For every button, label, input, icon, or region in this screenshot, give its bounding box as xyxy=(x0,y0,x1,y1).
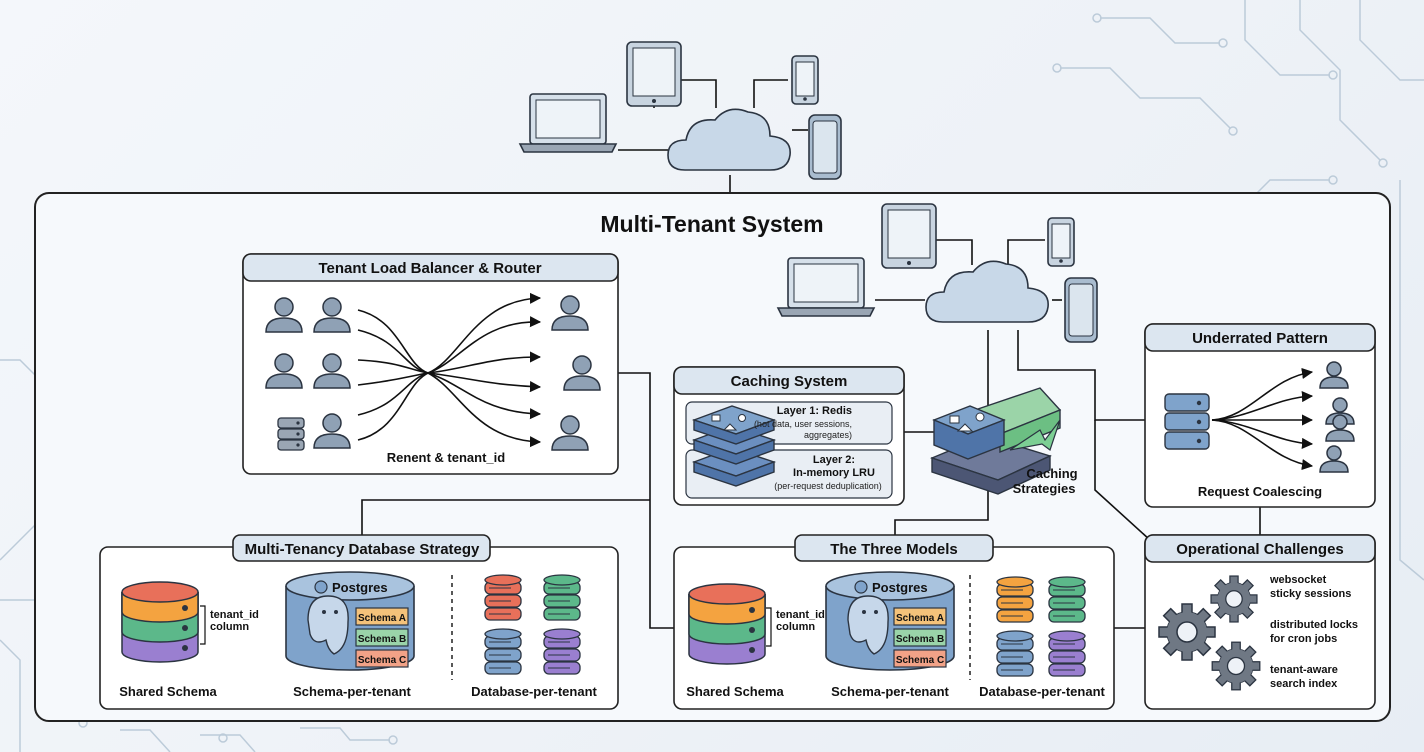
database-icon xyxy=(1048,630,1086,677)
database-icon xyxy=(484,574,522,621)
schema-b-label: Schema B xyxy=(896,634,944,645)
database-icon xyxy=(996,576,1034,623)
underrated-title: Underrated Pattern xyxy=(1192,330,1328,347)
ops-item-websocket: websocket xyxy=(1269,574,1327,586)
caching-strategies-icon xyxy=(930,387,1062,495)
ops-title: Operational Challenges xyxy=(1176,541,1344,558)
postgres-icon xyxy=(854,580,868,594)
load-balancer-title: Tenant Load Balancer & Router xyxy=(318,260,541,277)
ops-item-locks: distributed locks xyxy=(1270,619,1358,631)
schema-c-box xyxy=(355,649,409,668)
database-icon xyxy=(1164,393,1210,450)
load-balancer-caption: Renent & tenant_id xyxy=(387,450,506,465)
layer1-desc: aggregates) xyxy=(804,430,852,440)
ops-item-search: search index xyxy=(1270,678,1338,690)
connection-lines xyxy=(361,330,1261,629)
redis-icon xyxy=(691,405,777,487)
laptop-icon xyxy=(519,93,617,153)
ops-item-locks: for cron jobs xyxy=(1270,633,1337,645)
database-icon xyxy=(996,630,1034,677)
shared-schema-database-icon xyxy=(121,581,199,663)
phone-icon xyxy=(1047,217,1075,267)
schema-c-label: Schema C xyxy=(358,655,406,666)
schema-per-tenant-label: Schema-per-tenant xyxy=(293,684,411,699)
schema-c-box xyxy=(893,649,947,668)
schema-per-tenant-label: Schema-per-tenant xyxy=(831,684,949,699)
coalescing-lines xyxy=(1211,367,1314,471)
system-title: Multi-Tenant System xyxy=(600,211,823,237)
phone-icon xyxy=(808,114,842,180)
tenant-id-column-note: tenant_id xyxy=(776,609,825,621)
laptop-icon xyxy=(777,257,875,317)
gear-icon xyxy=(1158,603,1216,661)
schema-b-box xyxy=(893,628,947,647)
three-models-panel: The Three Models tenant_id column Shared… xyxy=(673,534,1115,710)
gear-icon xyxy=(1211,641,1261,691)
layer1-desc: (hot data, user sessions, xyxy=(754,419,852,429)
database-icon xyxy=(484,628,522,675)
schema-c-label: Schema C xyxy=(896,655,944,666)
gear-icon xyxy=(1210,575,1258,623)
caching-strategies-label: Strategies xyxy=(1013,481,1076,496)
underrated-pattern-panel: Underrated Pattern Request Coalescing xyxy=(1144,323,1376,508)
schema-b-label: Schema B xyxy=(358,634,406,645)
layer1-title: Layer 1: Redis xyxy=(777,405,852,417)
caching-strategies-label: Caching xyxy=(1026,466,1077,481)
database-icon xyxy=(277,417,305,451)
underrated-caption: Request Coalescing xyxy=(1198,484,1322,499)
tablet-icon xyxy=(626,41,682,107)
tenant-id-column-note: tenant_id xyxy=(210,609,259,621)
postgres-label: Postgres xyxy=(332,580,388,595)
postgres-icon xyxy=(314,580,328,594)
top-client-cluster xyxy=(519,41,842,193)
tablet-icon xyxy=(881,203,937,269)
caching-system-panel: Caching System Layer 1: Redis (hot data,… xyxy=(673,366,905,506)
database-icon xyxy=(1048,576,1086,623)
database-icon xyxy=(543,628,581,675)
phone-icon xyxy=(791,55,819,105)
cloud-icon xyxy=(667,108,791,171)
tenant-id-column-note: column xyxy=(210,621,249,633)
tenant-id-column-note: column xyxy=(776,621,815,633)
database-per-tenant-label: Database-per-tenant xyxy=(471,684,597,699)
operational-challenges-panel: Operational Challenges websocket sticky … xyxy=(1144,534,1376,710)
schema-a-label: Schema A xyxy=(896,613,944,624)
layer2-title: Layer 2: xyxy=(813,454,855,466)
layer2-desc: (per-request deduplication) xyxy=(774,481,882,491)
db-strategy-panel: Multi-Tenancy Database Strategy tenant_i… xyxy=(99,534,619,710)
shared-schema-database-icon xyxy=(688,583,766,665)
ops-item-search: tenant-aware xyxy=(1270,664,1338,676)
layer2-title: In-memory LRU xyxy=(793,467,875,479)
load-balancer-panel: Tenant Load Balancer & Router Renent & t… xyxy=(242,253,619,475)
ops-item-websocket: sticky sessions xyxy=(1270,588,1351,600)
schema-a-box xyxy=(355,607,409,626)
database-icon xyxy=(543,574,581,621)
postgres-label: Postgres xyxy=(872,580,928,595)
schema-a-box xyxy=(893,607,947,626)
shared-schema-label: Shared Schema xyxy=(119,684,217,699)
schema-a-label: Schema A xyxy=(358,613,406,624)
routing-lines xyxy=(357,292,542,448)
db-strategy-title: Multi-Tenancy Database Strategy xyxy=(245,541,480,558)
caching-title: Caching System xyxy=(731,373,848,390)
phone-icon xyxy=(1064,277,1098,343)
shared-schema-label: Shared Schema xyxy=(686,684,784,699)
database-per-tenant-label: Database-per-tenant xyxy=(979,684,1105,699)
tenant-client-cluster xyxy=(777,203,1098,343)
three-models-title: The Three Models xyxy=(830,541,958,558)
schema-b-box xyxy=(355,628,409,647)
